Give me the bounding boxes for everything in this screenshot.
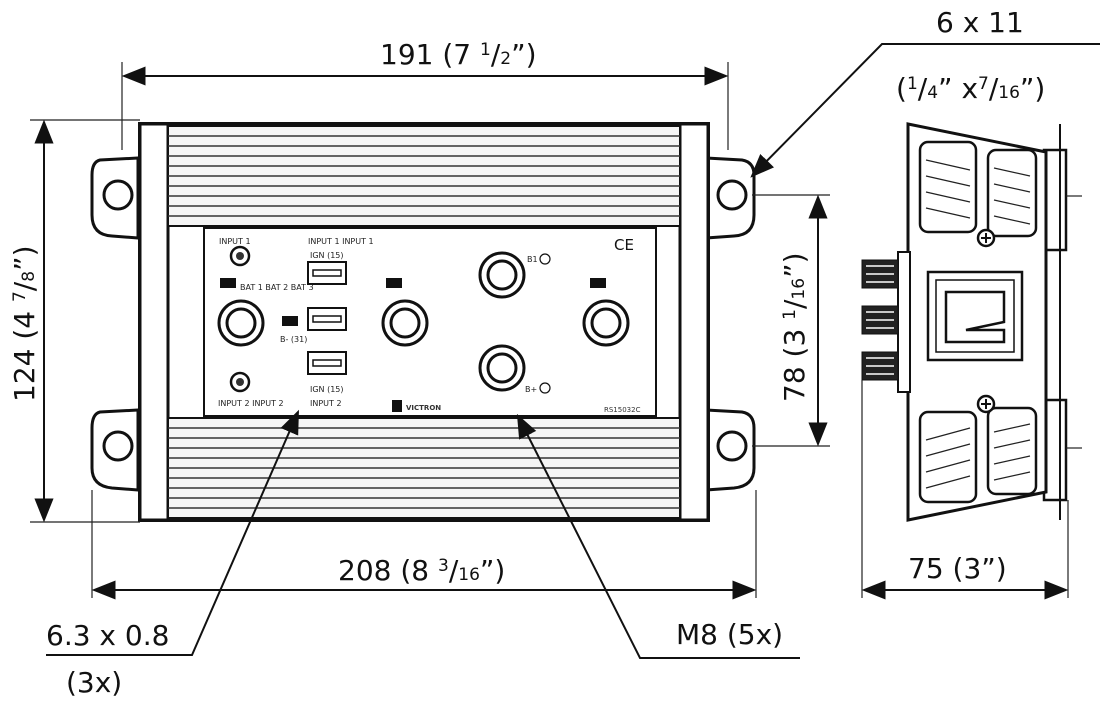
callout-slot-size: 6 x 11 [936,6,1024,39]
callout-stud: M8 (5x) [676,618,783,651]
label-input1: INPUT 1 [219,237,251,246]
heatsink-fins-top [168,135,680,217]
label-bat-row: BAT 1 BAT 2 BAT 3 [240,283,314,292]
dim-width-top: 191 (7 1/2”) [380,38,537,71]
callout-tab-size: 6.3 x 0.8 [46,619,169,652]
ce-mark: CE [614,236,634,254]
dim-depth: 75 (3”) [908,552,1007,585]
tab-terminal-ign-top [307,261,347,285]
label-input2: INPUT 2 INPUT 2 [218,399,284,408]
mounting-ears [90,156,756,492]
device-front-view: INPUT 1 INPUT 1 INPUT 1 IGN (15) BAT 1 B… [138,122,710,522]
ground-symbol-bplus [539,382,551,394]
m8-stud-b1 [478,251,526,299]
label-b1: B1 [527,255,538,264]
label-input1-top: INPUT 1 INPUT 1 [308,237,374,246]
m8-stud-bat1 [217,299,265,347]
m8-stud-bat2 [381,299,429,347]
label-input2-bottom: INPUT 2 [310,399,342,408]
brand-name: VICTRON [406,404,441,412]
dimension-labels: 191 (7 1/2”) 208 (8 3/16”) 124 (4 7/8”) … [8,6,1045,699]
tab-terminal-b-minus [307,307,347,331]
label-ign-bottom: IGN (15) [310,385,344,394]
dim-height-right: 78 (3 1/16”) [778,252,811,402]
dim-width-bottom: 208 (8 3/16”) [338,554,505,587]
side-logo-window [926,270,1024,362]
dim-height-left: 124 (4 7/8”) [8,245,41,402]
side-studs [861,259,899,381]
heatsink-fins-bottom [168,427,680,509]
model-number: RS15032C [604,406,641,414]
dimension-lines [30,43,1100,659]
label-bplus: B+ [525,385,537,394]
callout-tab-count: (3x) [66,666,122,699]
label-b-minus: B- (31) [280,335,307,344]
device-side-view [861,122,1082,522]
battery-icon [220,278,606,326]
brand-logo-mark [392,400,402,412]
ground-symbol-b1 [539,253,551,265]
tab-terminal-ign-bottom [307,351,347,375]
m8-stud-bplus [478,344,526,392]
side-fins [918,140,1038,504]
label-ign-top: IGN (15) [310,251,344,260]
callout-slot-inch: (1/4” x7/16”) [896,72,1045,105]
m8-stud-bat3 [582,299,630,347]
